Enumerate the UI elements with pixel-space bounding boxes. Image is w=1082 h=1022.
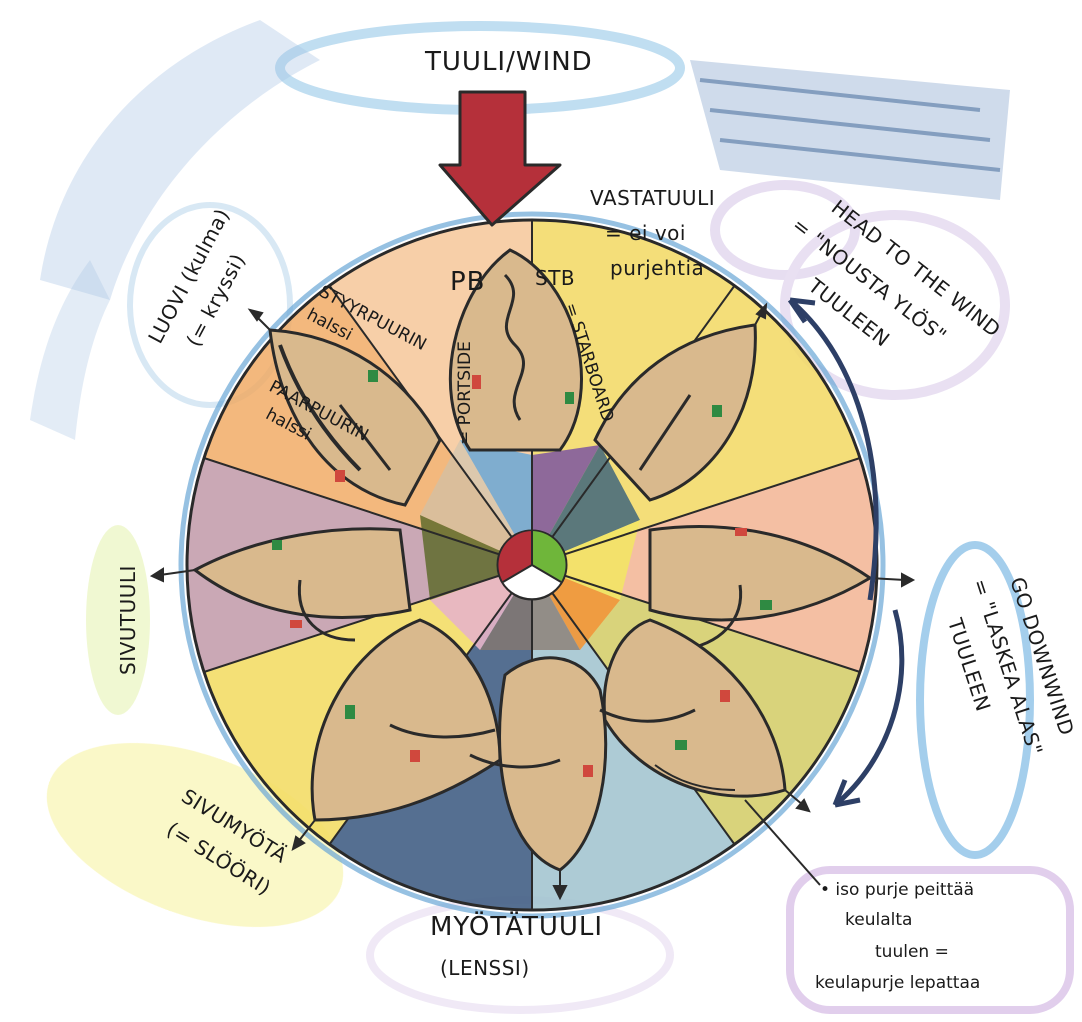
boat-starboard-broad-reach [599,618,787,798]
label-port-abbr: PB [450,267,486,297]
center-hub [496,529,568,601]
boat-port-beam-reach [192,527,412,642]
label-port-full: = PORTSIDE [455,341,475,445]
svg-text:purjehtia: purjehtia [610,256,704,280]
background-scribbles [30,20,1074,1014]
svg-text:keulalta: keulalta [845,910,912,930]
turn-arrows [787,297,905,808]
label-vastatuuli: VASTATUULI = ei voi purjehtia [590,186,715,280]
svg-text:(LENSSI): (LENSSI) [440,956,530,980]
wheel-rim-blue [178,211,886,919]
label-note: • iso purje peittää keulalta tuulen = ke… [815,880,980,993]
boat-starboard-beam-reach [648,525,873,652]
svg-text:MYÖTÄTUULI: MYÖTÄTUULI [430,910,603,942]
svg-text:tuulen =: tuulen = [875,942,949,962]
svg-text:• iso purje peittää: • iso purje peittää [820,880,974,900]
boat-port-close-hauled [268,328,442,507]
label-sivutuuli: SIVUTUULI [116,565,140,675]
label-starboard-abbr: STB [535,266,575,290]
go-downwind-arrow-icon [833,609,905,807]
note-pointer [744,799,821,886]
wind-title: TUULI/WIND [424,47,593,77]
svg-text:VASTATUULI: VASTATUULI [590,186,715,210]
label-go-downwind: GO DOWNWIND = "LASKEA ALAS" TUULEEN [943,574,1079,758]
boat-head-to-wind [448,248,583,452]
boat-port-broad-reach [310,618,502,822]
head-to-wind-arrow-icon [788,298,879,601]
wind-arrow-icon [438,90,562,227]
svg-text:keulapurje lepattaa: keulapurje lepattaa [815,973,980,993]
label-myotatuuli: MYÖTÄTUULI (LENSSI) [430,910,603,980]
boats [149,248,916,901]
boat-starboard-close-hauled [593,323,757,502]
svg-text:= ei voi: = ei voi [605,221,686,245]
boat-running [469,656,608,872]
